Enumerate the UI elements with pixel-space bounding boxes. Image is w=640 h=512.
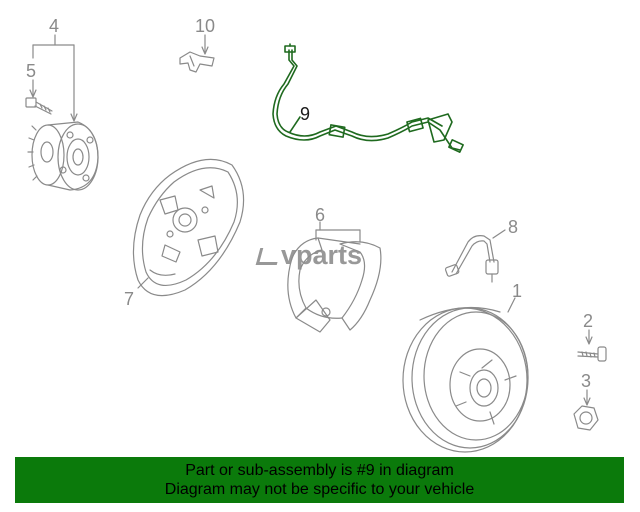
- callout-number-7: 7: [124, 289, 135, 309]
- clip-part-10[interactable]: [179, 51, 215, 73]
- callout-number-5: 5: [26, 61, 37, 81]
- abs-sensor-part-9[interactable]: [272, 43, 464, 153]
- banner-line-part: Part or sub-assembly is #9 in diagram: [185, 462, 454, 479]
- brake-drum-part-1[interactable]: [402, 306, 529, 453]
- callout-5-leader: [29, 79, 37, 98]
- callout-10-leader: [201, 34, 209, 55]
- callout-number-6: 6: [315, 205, 326, 225]
- callout-8-leader: [492, 229, 506, 239]
- callout-4-leader: [32, 34, 78, 122]
- nut-part-3[interactable]: [573, 405, 599, 431]
- part-info-banner: Part or sub-assembly is #9 in diagram Di…: [15, 457, 624, 503]
- callout-number-1: 1: [512, 281, 523, 301]
- callout-1-leader: [507, 297, 516, 313]
- callout-7-leader: [137, 277, 149, 289]
- watermark-logo: vparts: [255, 240, 363, 271]
- bolt-part-5[interactable]: [25, 97, 53, 115]
- callout-number-4: 4: [49, 16, 60, 36]
- callout-3-leader: [583, 389, 591, 406]
- callout-number-2: 2: [583, 311, 594, 331]
- backing-plate-part-7[interactable]: [132, 158, 245, 297]
- screw-part-2[interactable]: [577, 346, 607, 362]
- banner-line-disclaimer: Diagram may not be specific to your vehi…: [164, 481, 475, 498]
- drum-studs: [455, 359, 517, 425]
- callout-2-leader: [585, 329, 593, 345]
- callout-number-10: 10: [195, 16, 216, 36]
- logo-mark-icon: [255, 248, 282, 265]
- brake-hose-part-8[interactable]: [444, 235, 499, 283]
- watermark-text: vparts: [281, 240, 363, 270]
- wheel-hub-part-4[interactable]: [27, 121, 99, 191]
- callout-number-9: 9: [300, 104, 311, 124]
- callout-number-8: 8: [508, 217, 519, 237]
- brake-shoes-part-6[interactable]: [287, 237, 382, 333]
- callout-number-3: 3: [581, 371, 592, 391]
- parts-diagram: [25, 34, 607, 453]
